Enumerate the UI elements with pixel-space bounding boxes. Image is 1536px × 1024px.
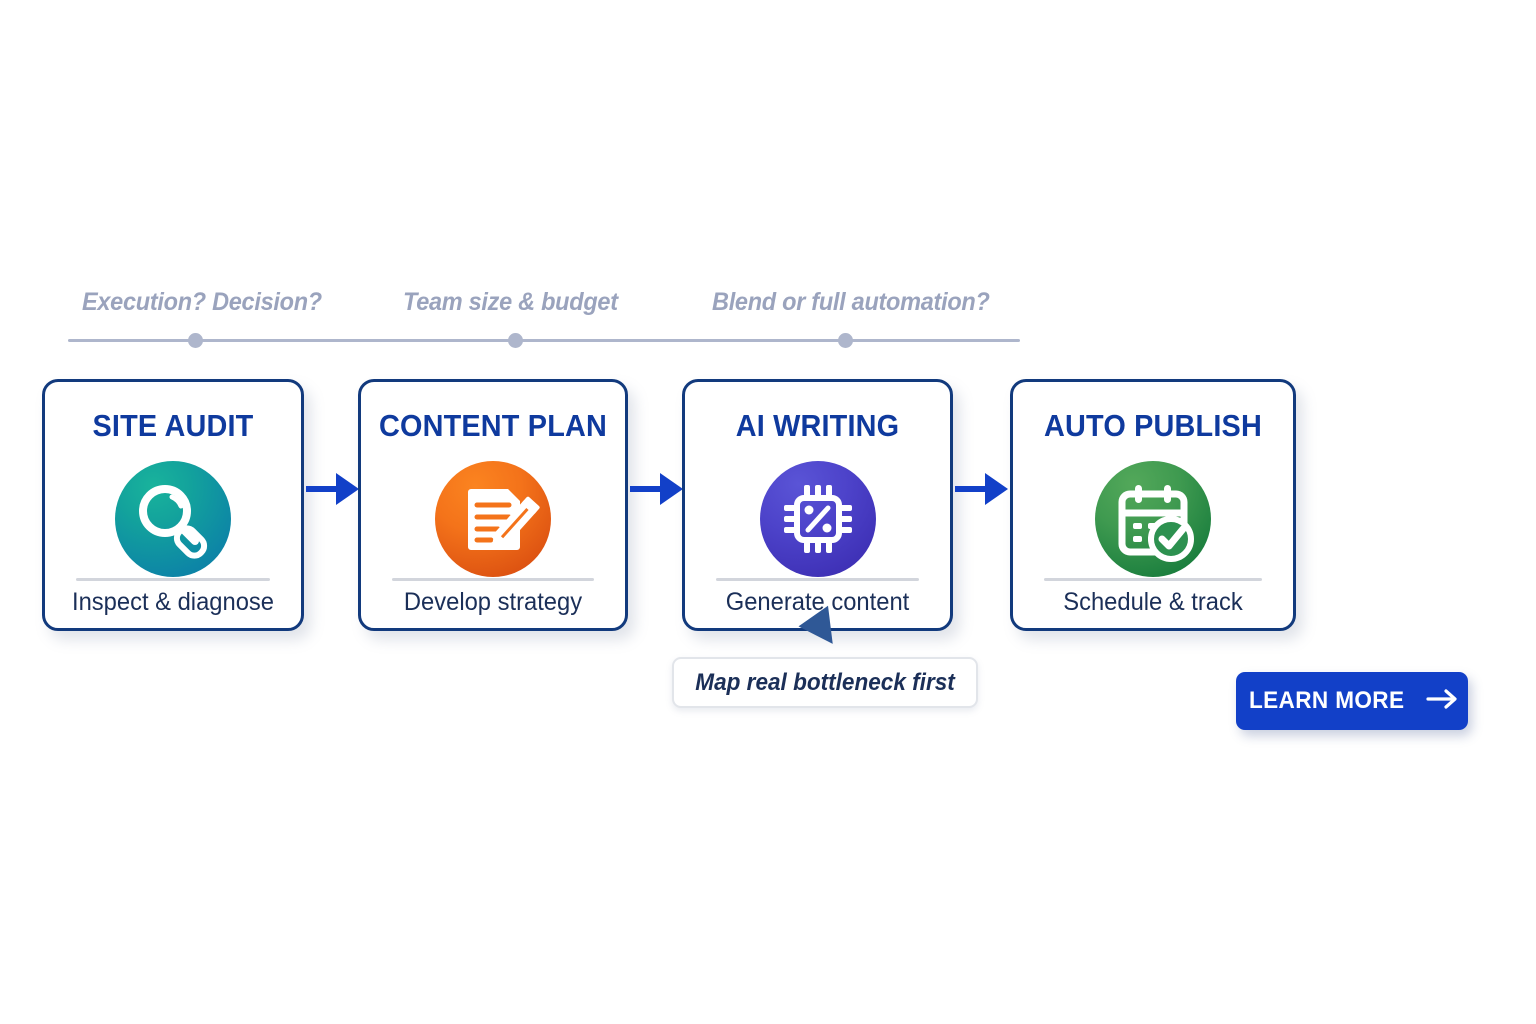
timeline-label-0: Execution? Decision? [82,288,322,316]
card-divider [716,578,919,581]
connector-arrow-1 [306,470,362,510]
card-title: SITE AUDIT [92,408,254,443]
magnifier-icon [115,461,231,577]
step-card-content-plan[interactable]: CONTENT PLAN Develop strategy [358,379,628,631]
timeline-dot-0 [188,333,203,348]
document-pencil-icon [435,461,551,577]
card-subtitle: Develop strategy [403,588,583,616]
connector-arrow-2 [630,470,686,510]
calendar-check-icon [1095,461,1211,577]
arrow-right-icon [985,473,1008,505]
timeline-track [68,339,1020,342]
step-card-ai-writing[interactable]: AI WRITING [682,379,953,631]
connector-line [306,486,342,492]
callout-text: Map real bottleneck first [695,668,955,696]
step-card-site-audit[interactable]: SITE AUDIT Inspect & diagnose [42,379,304,631]
timeline-dot-2 [838,333,853,348]
connector-line [630,486,666,492]
arrow-right-icon [336,473,359,505]
step-card-auto-publish[interactable]: AUTO PUBLISH Sched [1010,379,1296,631]
timeline-label-2: Blend or full automation? [712,288,990,316]
timeline-label-1: Team size & budget [403,288,618,316]
arrow-right-icon [1426,688,1460,715]
card-subtitle: Inspect & diagnose [71,588,275,616]
timeline-labels: Execution? Decision? Team size & budget … [0,288,1536,332]
connector-arrow-3 [955,470,1011,510]
cpu-chip-icon [759,461,876,577]
timeline-dot-1 [508,333,523,348]
learn-more-label: LEARN MORE [1249,687,1405,714]
card-title: AI WRITING [735,408,900,443]
card-subtitle: Generate content [725,588,910,616]
learn-more-button[interactable]: LEARN MORE [1236,672,1468,730]
card-divider [392,578,594,581]
card-title: AUTO PUBLISH [1044,408,1262,443]
callout-tooltip: Map real bottleneck first [672,657,978,708]
card-title: CONTENT PLAN [378,408,608,443]
connector-line [955,486,991,492]
card-divider [76,578,270,581]
card-divider [1044,578,1262,581]
arrow-right-icon [660,473,683,505]
card-subtitle: Schedule & track [1063,588,1243,616]
